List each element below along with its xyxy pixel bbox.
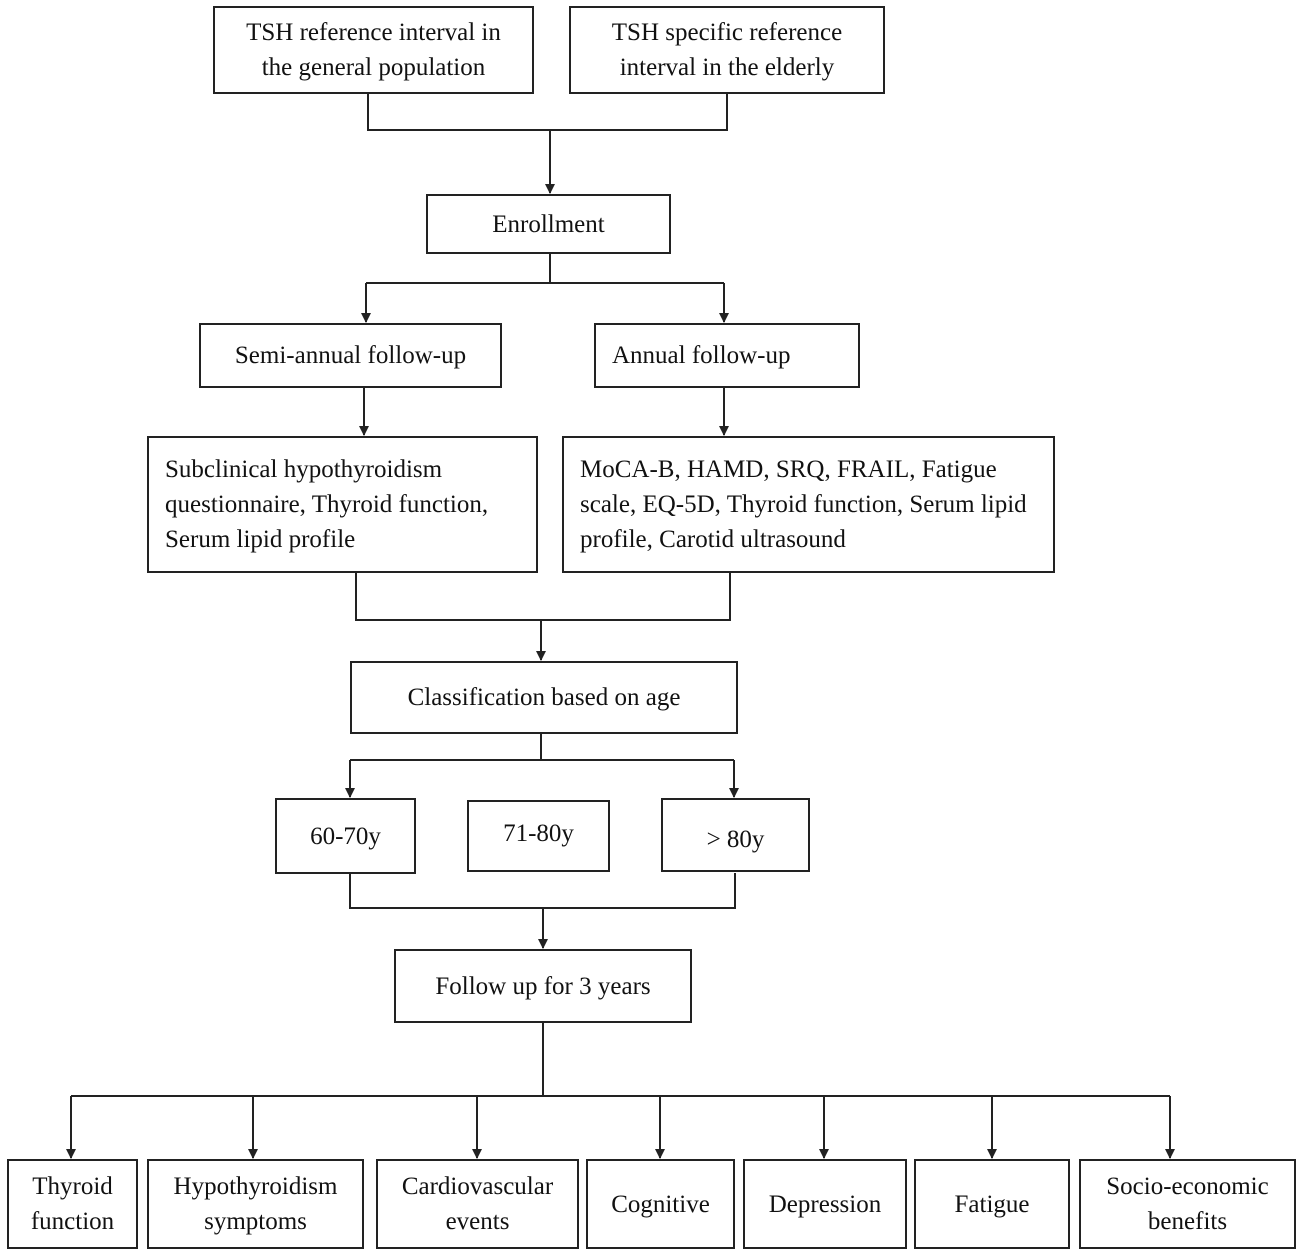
age-group-label: > 80y: [706, 825, 765, 853]
follow-up-duration-label: Follow up for 3 years: [435, 972, 651, 1000]
outcome-box: Depression: [743, 1159, 907, 1249]
annual-follow-up-label: Annual follow-up: [612, 342, 791, 369]
annual-follow-up-box: Annual follow-up: [594, 323, 860, 388]
outcome-box: Fatigue: [914, 1159, 1070, 1249]
semi-annual-follow-up-label: Semi-annual follow-up: [234, 342, 467, 369]
classification-label: Classification based on age: [407, 684, 681, 711]
outcome-label: Hypothyroidism symptoms: [173, 1173, 338, 1235]
outcome-box: Cardiovascular events: [376, 1159, 579, 1249]
outcome-box: Hypothyroidism symptoms: [147, 1159, 364, 1249]
outcome-label: Depression: [768, 1190, 882, 1218]
outcome-label: Cardiovascular events: [401, 1173, 554, 1235]
outcome-label: Socio-economic benefits: [1106, 1173, 1269, 1235]
age-group-box: 71-80y: [467, 800, 610, 872]
tsh-general-reference-box: TSH reference interval in the general po…: [213, 6, 534, 94]
tsh-elderly-reference-box: TSH specific reference interval in the e…: [569, 6, 885, 94]
outcome-label: Cognitive: [611, 1190, 710, 1218]
enrollment-label: Enrollment: [492, 210, 605, 238]
outcome-label: Fatigue: [954, 1190, 1030, 1218]
tsh-general-reference-label: TSH reference interval in the general po…: [246, 19, 501, 81]
annual-assessments-label: MoCA-B, HAMD, SRQ, FRAIL, Fatigue scale,…: [580, 456, 1027, 553]
age-group-box: 60-70y: [275, 798, 416, 874]
semi-annual-follow-up-box: Semi-annual follow-up: [199, 323, 502, 388]
outcome-box: Thyroid function: [7, 1159, 138, 1249]
tsh-elderly-reference-label: TSH specific reference interval in the e…: [611, 19, 843, 81]
age-group-label: 71-80y: [503, 819, 574, 847]
annual-assessments-box: MoCA-B, HAMD, SRQ, FRAIL, Fatigue scale,…: [562, 436, 1055, 573]
age-group-box: > 80y: [661, 798, 810, 872]
age-group-label: 60-70y: [310, 822, 381, 850]
outcome-box: Cognitive: [586, 1159, 735, 1249]
outcome-label: Thyroid function: [30, 1173, 115, 1235]
outcome-box: Socio-economic benefits: [1079, 1159, 1296, 1249]
enrollment-box: Enrollment: [426, 194, 671, 254]
semi-annual-assessments-label: Subclinical hypothyroidism questionnaire…: [165, 456, 489, 553]
semi-annual-assessments-box: Subclinical hypothyroidism questionnaire…: [147, 436, 538, 573]
classification-box: Classification based on age: [350, 661, 738, 734]
follow-up-duration-box: Follow up for 3 years: [394, 949, 692, 1023]
